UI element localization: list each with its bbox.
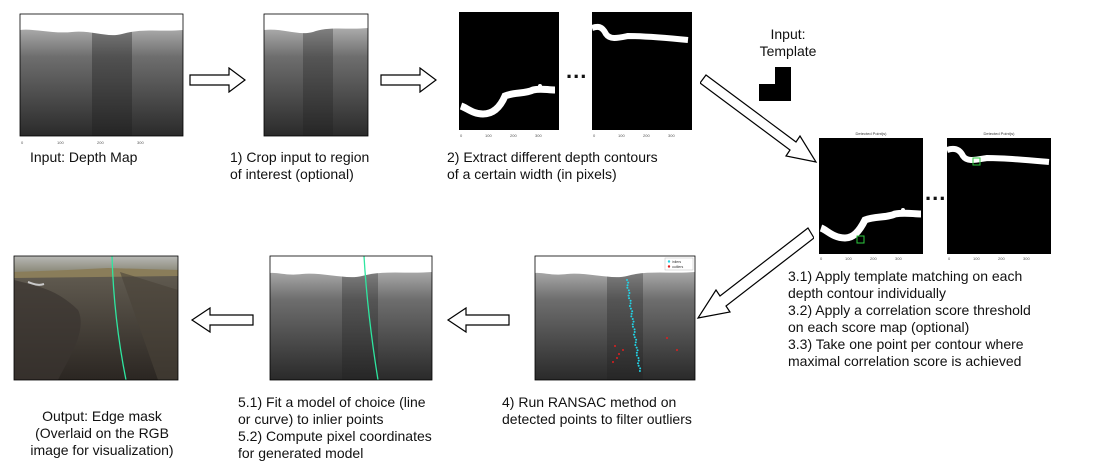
arrow-left-icon [446,306,510,334]
ransac-caption: 4) Run RANSAC method on detected points … [502,394,692,427]
inlier-point [629,299,632,302]
inlier-point [631,318,634,320]
arrow-down-left-icon [696,227,814,319]
inlier-point [637,364,640,367]
outlier-point [676,349,678,351]
svg-text:0: 0 [593,133,596,138]
svg-text:0: 0 [820,256,823,261]
svg-text:100: 100 [485,133,492,138]
inlier-point [631,323,634,326]
inlier-point [628,305,631,307]
contour-panel-high: 0 100 200 300 [591,12,692,138]
ellipsis: ... [566,58,588,83]
inlier-point [635,346,638,349]
outlier-point [622,349,624,351]
svg-text:300: 300 [895,256,902,261]
inlier-point [627,281,630,284]
inlier-point [633,328,636,331]
outlier-point [614,345,616,347]
legend-outliers: outliers [672,265,684,269]
svg-text:200: 200 [870,256,877,261]
svg-text:100: 100 [973,256,980,261]
template-caption: Input: Template [759,26,817,59]
arrow-right-icon [189,67,246,93]
arrow-right-icon [380,67,437,93]
inlier-point [634,344,637,346]
inlier-point [626,286,629,289]
svg-text:200: 200 [97,140,104,145]
inlier-point [626,284,629,287]
arrow-down-right-icon [700,74,818,163]
inlier-point [628,292,631,294]
template-image [759,67,791,101]
inlier-point [627,294,630,297]
svg-text:100: 100 [618,133,625,138]
inlier-point [633,331,636,333]
svg-text:200: 200 [510,133,517,138]
legend-inliers: inliers [672,260,681,264]
inlier-point [628,297,631,300]
inlier-point [634,341,637,344]
inlier-point [630,315,633,318]
detected-panel-high: Detected Point(s) 0 100 200 300 [946,131,1051,261]
svg-text:100: 100 [57,140,64,145]
inlier-point [638,370,641,372]
inlier-point [632,320,635,323]
inlier-point [632,333,635,336]
inlier-point [637,357,640,359]
detected-panel-title: Detected Point(s) [856,131,888,136]
outlier-point [618,353,620,355]
contour-panel-low: 0 100 200 300 [459,12,559,138]
inlier-point [636,362,639,365]
outlier-point [666,337,668,339]
inlier-point [633,336,636,339]
svg-text:0: 0 [21,140,24,145]
depth-map-panel: 0 100 200 300 [19,13,184,145]
matching-caption: 3.1) Apply template matching on each dep… [788,268,1031,369]
inlier-point [639,367,642,370]
outlier-point [616,357,618,359]
arrow-left-icon [190,306,254,334]
detected-panel-low: Detected Point(s) 0 100 200 300 [819,131,923,261]
output-caption: Output: Edge mask (Overlaid on the RGB i… [30,408,174,458]
svg-text:200: 200 [998,256,1005,261]
inlier-point [630,312,633,315]
svg-text:0: 0 [460,133,463,138]
inlier-point [637,359,640,362]
inlier-point [631,310,634,313]
inlier-point [627,289,630,292]
inlier-point [629,302,632,305]
input-caption: Input: Depth Map [30,149,138,165]
inlier-point [635,338,638,341]
inlier-point [629,307,632,310]
inlier-point [635,351,638,354]
svg-text:300: 300 [137,140,144,145]
svg-text:300: 300 [1023,256,1030,261]
inlier-point [635,354,638,357]
outlier-point [612,361,614,363]
inlier-point [636,349,639,352]
detected-panel-title: Detected Point(s) [984,131,1016,136]
cropped-panel [263,13,369,137]
svg-text:0: 0 [948,256,951,261]
fit-panel [269,255,433,381]
ransac-panel: inliers outliers [534,255,696,381]
crop-caption: 1) Crop input to region of interest (opt… [230,149,370,182]
svg-text:200: 200 [643,133,650,138]
inlier-point [626,279,628,281]
svg-text:100: 100 [845,256,852,261]
svg-text:300: 300 [535,133,542,138]
inlier-point [631,325,634,328]
ellipsis: ... [925,180,947,205]
output-rgb-panel [13,255,179,381]
svg-text:300: 300 [668,133,675,138]
fit-caption: 5.1) Fit a model of choice (line or curv… [238,394,432,461]
extract-caption: 2) Extract different depth contours of a… [447,149,658,182]
